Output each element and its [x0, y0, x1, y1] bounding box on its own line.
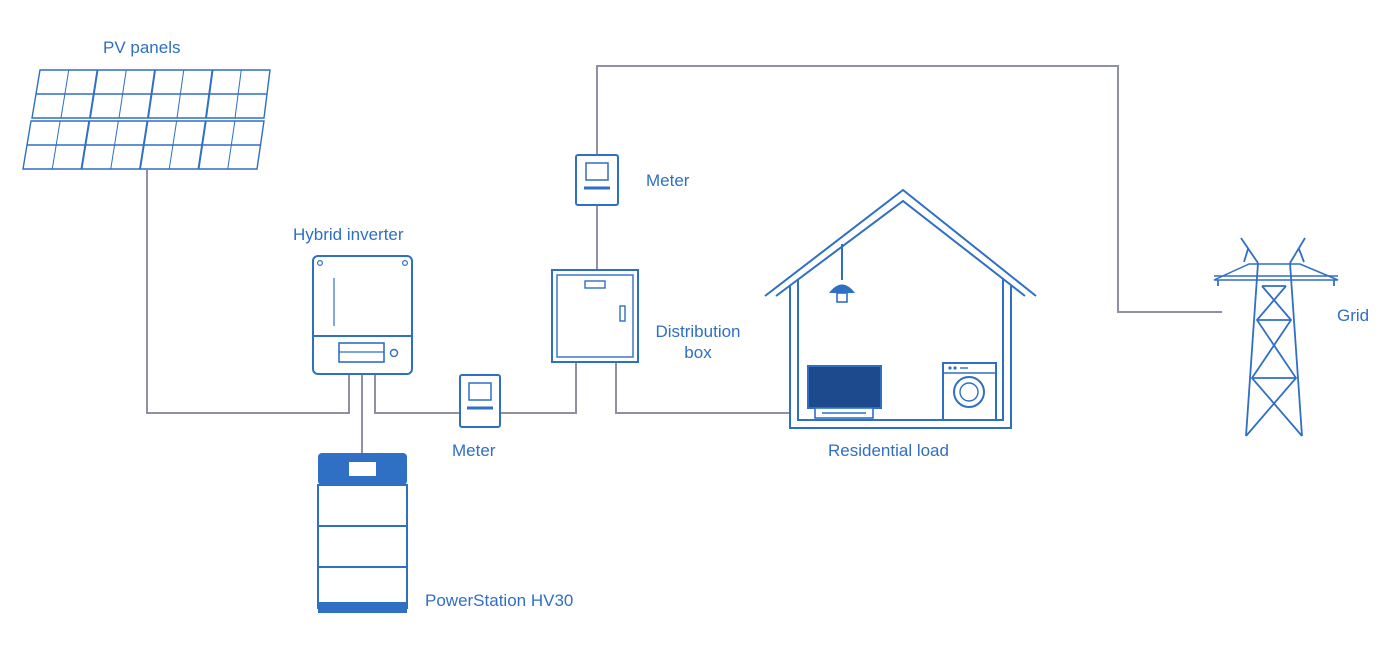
wire-pv-to-inverter	[146, 170, 350, 414]
distribution-box-label: Distribution box	[642, 321, 754, 363]
lamp-icon	[829, 244, 855, 303]
top-meter-label: Meter	[646, 171, 690, 190]
meter-icon	[575, 154, 619, 206]
inverter-icon	[312, 255, 413, 375]
distribution-box-label-line2: box	[684, 343, 712, 362]
wire-inverter-to-meter	[374, 374, 460, 414]
battery-label: PowerStation HV30	[425, 591, 574, 610]
wire-meter-to-distribution	[500, 362, 577, 414]
meter-icon	[459, 374, 501, 428]
grid-label: Grid	[1337, 306, 1370, 325]
bottom-meter-label: Meter	[452, 441, 496, 460]
house-icon	[764, 188, 1037, 429]
pv-panels-label: PV panels	[103, 38, 181, 57]
power-tower-icon	[1213, 237, 1339, 437]
tv-icon	[807, 365, 882, 419]
wire-top-meter-to-grid	[596, 65, 1222, 313]
distribution-box-icon	[551, 269, 639, 363]
distribution-box-label-line1: Distribution	[655, 322, 741, 341]
washing-machine-icon	[942, 362, 997, 421]
residential-load-label: Residential load	[828, 441, 949, 460]
wires	[146, 65, 1222, 453]
solar-panel-icon	[22, 69, 271, 170]
battery-stack-icon	[317, 453, 408, 613]
hybrid-inverter-label: Hybrid inverter	[293, 225, 404, 244]
wire-distribution-to-house	[615, 362, 790, 414]
